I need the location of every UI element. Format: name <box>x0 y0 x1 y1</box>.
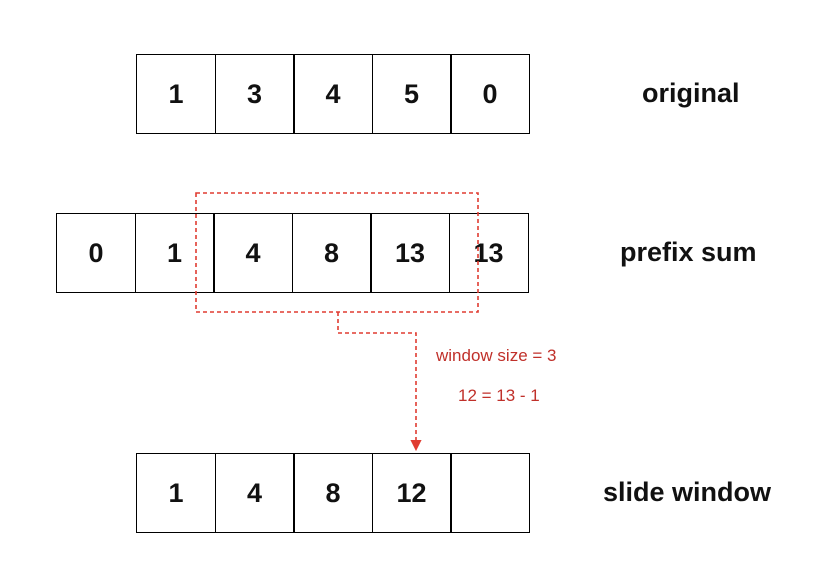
array-cell: 1 <box>136 54 216 134</box>
array-cell: 3 <box>214 54 295 134</box>
array-cell: 8 <box>293 453 373 533</box>
prefix-sum-label: prefix sum <box>620 237 757 267</box>
array-cell: 13 <box>448 213 529 293</box>
array-cell: 13 <box>370 213 450 293</box>
slide-window-array: 1 4 8 12 <box>136 453 530 533</box>
window-size-annotation: window size = 3 <box>436 346 557 365</box>
array-cell: 0 <box>450 54 530 134</box>
array-cell: 5 <box>371 54 452 134</box>
array-cell: 0 <box>56 213 136 293</box>
original-array: 1 3 4 5 0 <box>136 54 530 134</box>
array-cell <box>450 453 530 533</box>
array-cell: 4 <box>293 54 373 134</box>
array-cell: 1 <box>134 213 215 293</box>
formula-annotation: 12 = 13 - 1 <box>458 386 540 405</box>
window-arrow <box>337 312 422 452</box>
array-cell: 4 <box>213 213 293 293</box>
prefix-sum-array: 0 1 4 8 13 13 <box>56 213 529 293</box>
original-label: original <box>642 78 740 108</box>
array-cell: 4 <box>214 453 295 533</box>
array-cell: 8 <box>291 213 372 293</box>
slide-window-label: slide window <box>603 477 772 507</box>
array-cell: 12 <box>371 453 452 533</box>
array-cell: 1 <box>136 453 216 533</box>
